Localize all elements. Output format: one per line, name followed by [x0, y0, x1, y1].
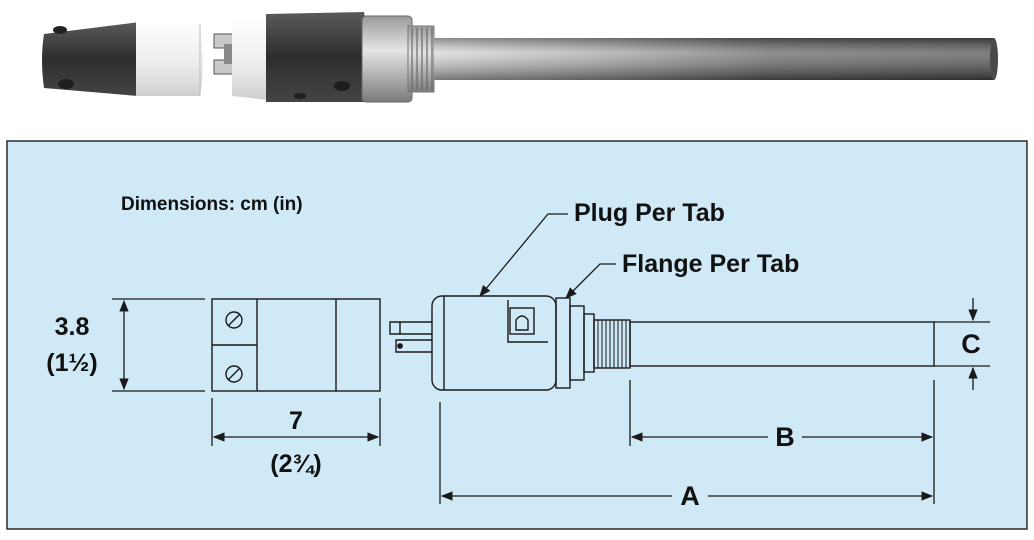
photo-plug-left — [42, 20, 203, 96]
height-dimension-value: 3.8 — [55, 313, 90, 341]
terminal-screw-bottom — [225, 365, 243, 383]
drawing-sensor-assembly — [389, 295, 935, 391]
plug-leader-line — [479, 213, 568, 297]
width-dimension-imperial: (2¾) — [270, 450, 321, 478]
dimension-a-label: A — [680, 481, 700, 511]
product-photo — [42, 12, 998, 103]
dimension-b-label: B — [775, 422, 795, 452]
photo-plug-right — [232, 12, 368, 102]
drawing-plug-left — [211, 298, 381, 392]
drawing-sheath-tube — [629, 321, 935, 367]
width-dimension-value: 7 — [289, 407, 303, 435]
flange-callout-label: Flange Per Tab — [622, 250, 799, 278]
height-dimension-imperial: (1½) — [46, 349, 97, 377]
photo-fitting — [361, 15, 435, 103]
drawing-threads — [593, 319, 631, 369]
dimensions-title: Dimensions: cm (in) — [121, 194, 303, 215]
drawing-connector-window — [507, 300, 548, 343]
dimension-lines — [112, 298, 990, 504]
terminal-screw-top — [225, 311, 243, 329]
photo-sheath — [434, 38, 998, 80]
diagram-panel — [6, 140, 1028, 530]
drawing-pins — [389, 321, 432, 353]
dimension-c-label: C — [961, 329, 981, 359]
plug-callout-label: Plug Per Tab — [574, 199, 725, 227]
flange-leader-line — [565, 263, 616, 299]
callout-leaders — [479, 213, 616, 299]
